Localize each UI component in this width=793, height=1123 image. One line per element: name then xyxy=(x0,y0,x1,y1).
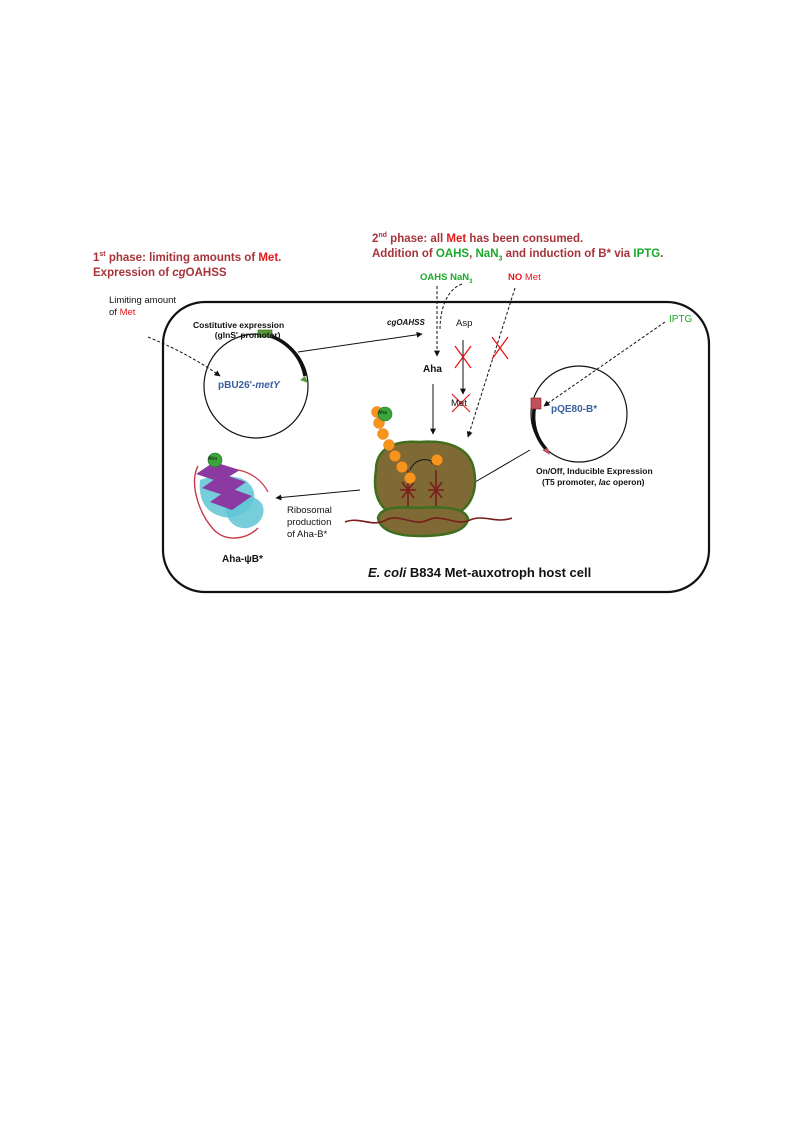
peptide-bead xyxy=(383,439,395,451)
onoff-line2-ital: lac xyxy=(598,477,611,487)
phase2-nan-sub: 3 xyxy=(498,255,503,263)
plasmid-pbu26-metY xyxy=(203,329,309,439)
phase2-number: 2 xyxy=(372,232,379,245)
phase2-text-end: has been consumed. xyxy=(466,232,584,245)
phase1-text: phase: limiting amounts of xyxy=(105,251,259,264)
phase2-iptg: IPTG xyxy=(633,247,661,260)
phase2-text: phase: all xyxy=(386,232,447,245)
beta-sheet xyxy=(202,474,246,496)
blocked-cross-met xyxy=(451,393,471,413)
aha-bead-label: Aha xyxy=(378,410,387,416)
phase1-line2-text: Expression of xyxy=(93,266,173,279)
limiting-line1: Limiting amount xyxy=(109,295,177,306)
onoff-line2-end: operon) xyxy=(610,477,645,487)
plasmid1-gene-arc xyxy=(261,332,307,377)
phase1-met: Met xyxy=(258,251,279,264)
peptide-bead xyxy=(377,428,389,440)
beta-sheet xyxy=(210,488,252,510)
blocked-cross-1 xyxy=(454,345,472,369)
aha-bead xyxy=(377,406,393,422)
arrow-nan3-to-aha xyxy=(439,283,463,331)
constitutive-line1: Costitutive expression xyxy=(193,320,285,330)
phase2-heading: 2nd phase: all Met has been consumed. Ad… xyxy=(372,228,663,266)
asp-label: Asp xyxy=(456,318,473,329)
phase1-number: 1 xyxy=(93,251,100,264)
peptide-bead xyxy=(431,454,443,466)
protein-structure xyxy=(193,462,269,539)
arrow-no-met xyxy=(466,287,516,438)
ribo-line3: of Aha-B* xyxy=(287,529,328,540)
ribo-line2: production xyxy=(287,517,332,528)
plasmid1-label-pre: pBU26'- xyxy=(218,380,256,391)
arrow-ribosome-to-protein xyxy=(275,489,361,501)
phase2-period: . xyxy=(660,247,664,260)
phase2-line2-text: Addition of xyxy=(372,247,436,260)
plasmid2-arrow-tip xyxy=(542,448,550,455)
blocked-cross-2 xyxy=(491,336,509,360)
arrow-plasmid2-to-ribosome xyxy=(469,449,531,486)
iptg-label: IPTG xyxy=(669,314,693,325)
phase2-met: Met xyxy=(446,232,467,245)
cell-outline xyxy=(161,300,711,594)
protein-label: Aha-ψB* xyxy=(222,554,263,565)
met-crossed-label: Met xyxy=(451,398,467,409)
plasmid1-label: pBU26'-metY xyxy=(218,380,280,391)
phase2-sup: nd xyxy=(378,232,387,239)
aha-label: Aha xyxy=(423,364,442,375)
ribo-line1: Ribosomal xyxy=(287,505,332,516)
no-met-label: NO Met xyxy=(508,272,541,283)
arrow-limiting-met xyxy=(147,336,221,377)
phase1-sup: st xyxy=(99,251,106,258)
aha-protein-bead xyxy=(207,452,223,468)
arrow-plasmid1-to-aha xyxy=(297,331,423,353)
nascent-peptide-chain xyxy=(371,406,443,484)
phase2-oahs: OAHS xyxy=(435,247,470,260)
phase2-nan: NaN xyxy=(475,247,499,260)
cell-label-ital: E. coli xyxy=(368,565,407,580)
ribosomal-label: Ribosomal production of Aha-B* xyxy=(287,505,332,541)
onoff-line1: On/Off, Inducible Expression xyxy=(536,466,653,476)
phase1-line2-cg: cg xyxy=(172,266,186,279)
plasmid1-label-ital: metY xyxy=(255,380,280,391)
ribosome-large-subunit xyxy=(373,440,477,517)
oahs-nan3-label: OAHS NaN3 xyxy=(420,272,472,285)
no-met-text: Met xyxy=(522,272,541,283)
phase1-heading: 1st phase: limiting amounts of Met. Expr… xyxy=(93,247,281,281)
mrna-strand xyxy=(344,517,513,524)
plasmid2-label: pQE80-B* xyxy=(551,404,598,415)
peptide-bead xyxy=(396,461,408,473)
onoff-line2-pre: (T5 promoter, xyxy=(542,477,599,487)
peptide-bead xyxy=(404,472,416,484)
trna-pair xyxy=(400,470,444,506)
plasmid2-promoter-box xyxy=(530,397,542,410)
plasmid1-arrow-tip xyxy=(300,376,308,383)
loop-coil xyxy=(193,465,259,539)
limiting-of: of xyxy=(109,307,120,318)
limiting-met: Met xyxy=(119,307,136,318)
phase2-comma: , xyxy=(469,247,476,260)
phase1-period: . xyxy=(278,251,282,264)
loop-coil xyxy=(237,469,269,493)
plasmid1-promoter-box xyxy=(257,329,273,338)
limiting-met-label: Limiting amount of Met xyxy=(109,295,176,319)
cell-label: E. coli B834 Met-auxotroph host cell xyxy=(368,565,591,580)
oahs-label: OAHS xyxy=(420,272,448,283)
nan-sub: 3 xyxy=(469,278,473,285)
cgoahss-label: cgOAHSS xyxy=(387,318,425,327)
no-label: NO xyxy=(508,272,523,283)
cell-label-rest: B834 Met-auxotroph host cell xyxy=(406,565,592,580)
phase1-line2-oahss: OAHSS xyxy=(185,266,227,279)
nan-label: NaN xyxy=(450,272,470,283)
plasmid-pqe80-b xyxy=(530,365,628,463)
aha-protein-bead-label: Aha xyxy=(208,456,217,462)
constitutive-line2: (glnS' promoter) xyxy=(214,330,281,340)
arrow-iptg xyxy=(543,321,666,407)
phase2-line2-mid: and induction of B* via xyxy=(502,247,634,260)
peptide-bead xyxy=(389,450,401,462)
onoff-label: On/Off, Inducible Expression (T5 promote… xyxy=(536,466,653,488)
beta-sheet xyxy=(196,462,240,482)
phase2-nan3: NaN3 xyxy=(475,247,503,263)
constitutive-label: Costitutive expression (glnS' promoter) xyxy=(193,320,284,340)
